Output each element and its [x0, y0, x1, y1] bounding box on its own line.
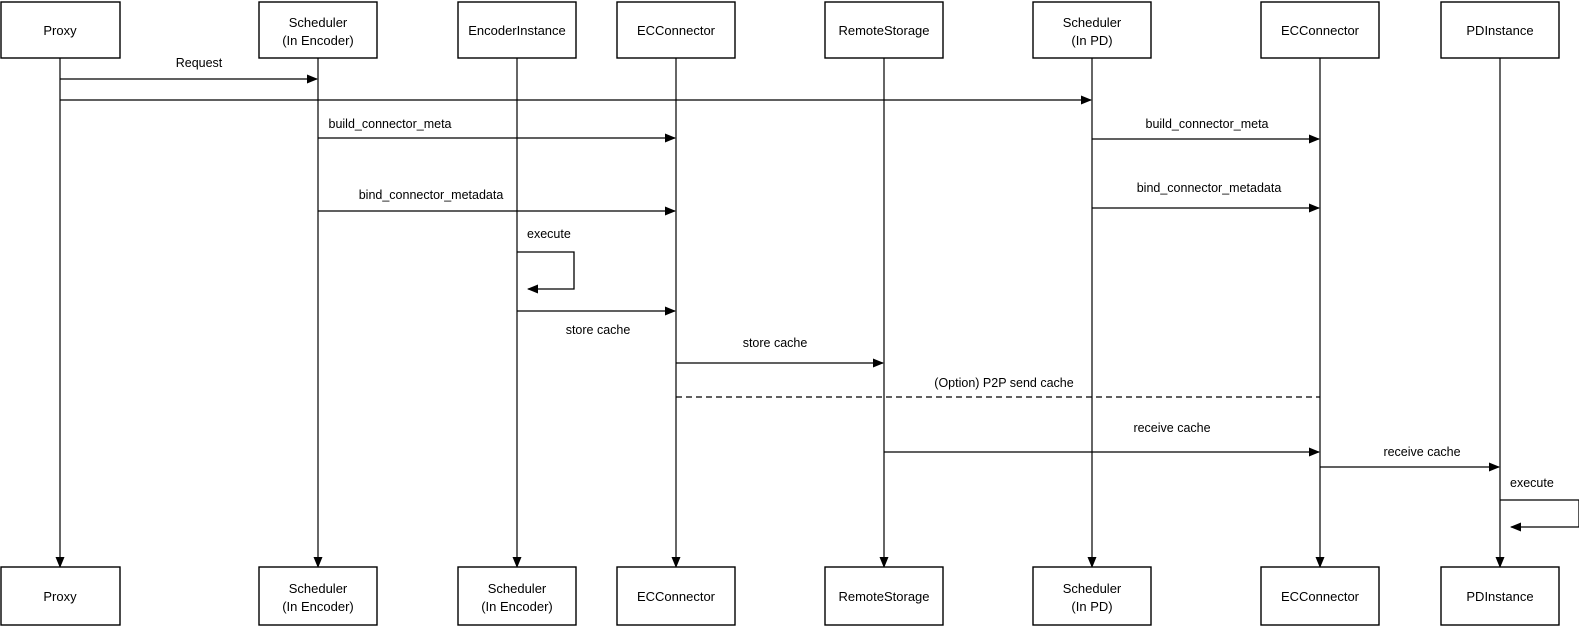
lifeline-footer-remote[interactable]: RemoteStorage	[824, 566, 944, 626]
lifeline-header-sched_enc[interactable]: Scheduler (In Encoder)	[258, 1, 378, 59]
lifeline-header-encoder_inst[interactable]: EncoderInstance	[457, 1, 577, 59]
self-message-path-s2	[1500, 499, 1579, 532]
self-message-path-s1	[517, 251, 575, 294]
message-m4[interactable]: build_connector_meta	[1092, 117, 1320, 144]
message-label-m9: (Option) P2P send cache	[934, 376, 1073, 390]
lifeline-footer-label-encoder_inst: Scheduler	[488, 581, 547, 596]
header-lifeline-boxes: Proxy Scheduler (In Encoder) EncoderInstanc…	[0, 1, 1560, 59]
message-m6[interactable]: bind_connector_metadata	[1092, 181, 1320, 213]
lifeline-header-label-sched_pd: Scheduler	[1063, 15, 1122, 30]
lifeline-header-label-proxy: Proxy	[43, 23, 77, 38]
lifeline-header-ecconn_l[interactable]: ECConnector	[616, 1, 736, 59]
message-m11[interactable]: receive cache	[1320, 445, 1500, 472]
lifeline-footer-encoder_inst[interactable]: Scheduler (In Encoder)	[457, 566, 577, 626]
lifeline-header-label-remote: RemoteStorage	[838, 23, 929, 38]
lifeline-header-sublabel-sched_pd: (In PD)	[1071, 33, 1112, 48]
message-label-m3: build_connector_meta	[329, 117, 452, 131]
lifeline-footer-pd_inst[interactable]: PDInstance	[1440, 566, 1560, 626]
lifeline-header-label-encoder_inst: EncoderInstance	[468, 23, 566, 38]
message-label-m11: receive cache	[1383, 445, 1460, 459]
message-m3[interactable]: build_connector_meta	[318, 117, 676, 143]
message-label-m6: bind_connector_metadata	[1137, 181, 1282, 195]
lifeline-footer-ecconn_l[interactable]: ECConnector	[616, 566, 736, 626]
message-m7[interactable]: store cache	[517, 306, 676, 337]
lifeline-footer-sublabel-encoder_inst: (In Encoder)	[481, 599, 553, 614]
lifeline-footer-sched_pd[interactable]: Scheduler (In PD)	[1032, 566, 1152, 626]
self-messages-layer: execute execute	[517, 227, 1579, 532]
lifeline-footer-ecconn_r[interactable]: ECConnector	[1260, 566, 1380, 626]
self-message-label-s1: execute	[527, 227, 571, 241]
lifelines-layer	[55, 58, 1505, 568]
lifeline-footer-sublabel-sched_pd: (In PD)	[1071, 599, 1112, 614]
lifeline-header-proxy[interactable]: Proxy	[0, 1, 121, 59]
footer-lifeline-boxes: Proxy Scheduler (In Encoder) Scheduler (In E…	[0, 566, 1560, 626]
message-m9[interactable]: (Option) P2P send cache	[676, 376, 1320, 398]
lifeline-header-ecconn_r[interactable]: ECConnector	[1260, 1, 1380, 59]
message-label-m4: build_connector_meta	[1146, 117, 1269, 131]
self-message-label-s2: execute	[1510, 476, 1554, 490]
lifeline-header-pd_inst[interactable]: PDInstance	[1440, 1, 1560, 59]
message-label-m8: store cache	[743, 336, 808, 350]
message-label-m7: store cache	[566, 323, 631, 337]
message-label-m5: bind_connector_metadata	[359, 188, 504, 202]
lifeline-footer-label-remote: RemoteStorage	[838, 589, 929, 604]
message-label-m10: receive cache	[1133, 421, 1210, 435]
lifeline-header-sched_pd[interactable]: Scheduler (In PD)	[1032, 1, 1152, 59]
lifeline-footer-label-sched_enc: Scheduler	[289, 581, 348, 596]
lifeline-header-label-ecconn_l: ECConnector	[637, 23, 716, 38]
lifeline-header-label-pd_inst: PDInstance	[1466, 23, 1533, 38]
self-message-s1[interactable]: execute	[517, 227, 575, 294]
lifeline-footer-sublabel-sched_enc: (In Encoder)	[282, 599, 354, 614]
messages-layer: Request build_connector_meta build_connect…	[60, 56, 1500, 472]
lifeline-footer-label-sched_pd: Scheduler	[1063, 581, 1122, 596]
lifeline-footer-label-pd_inst: PDInstance	[1466, 589, 1533, 604]
lifeline-header-label-ecconn_r: ECConnector	[1281, 23, 1360, 38]
self-message-s2[interactable]: execute	[1500, 476, 1579, 532]
lifeline-footer-label-ecconn_l: ECConnector	[637, 589, 716, 604]
message-m8[interactable]: store cache	[676, 336, 884, 368]
lifeline-footer-label-proxy: Proxy	[43, 589, 77, 604]
lifeline-header-label-sched_enc: Scheduler	[289, 15, 348, 30]
lifeline-header-sublabel-sched_enc: (In Encoder)	[282, 33, 354, 48]
message-label-m1: Request	[176, 56, 223, 70]
message-m1[interactable]: Request	[60, 56, 318, 84]
message-m10[interactable]: receive cache	[884, 421, 1320, 457]
message-m5[interactable]: bind_connector_metadata	[318, 188, 676, 216]
lifeline-header-remote[interactable]: RemoteStorage	[824, 1, 944, 59]
lifeline-footer-proxy[interactable]: Proxy	[0, 566, 121, 626]
lifeline-footer-label-ecconn_r: ECConnector	[1281, 589, 1360, 604]
lifeline-footer-sched_enc[interactable]: Scheduler (In Encoder)	[258, 566, 378, 626]
